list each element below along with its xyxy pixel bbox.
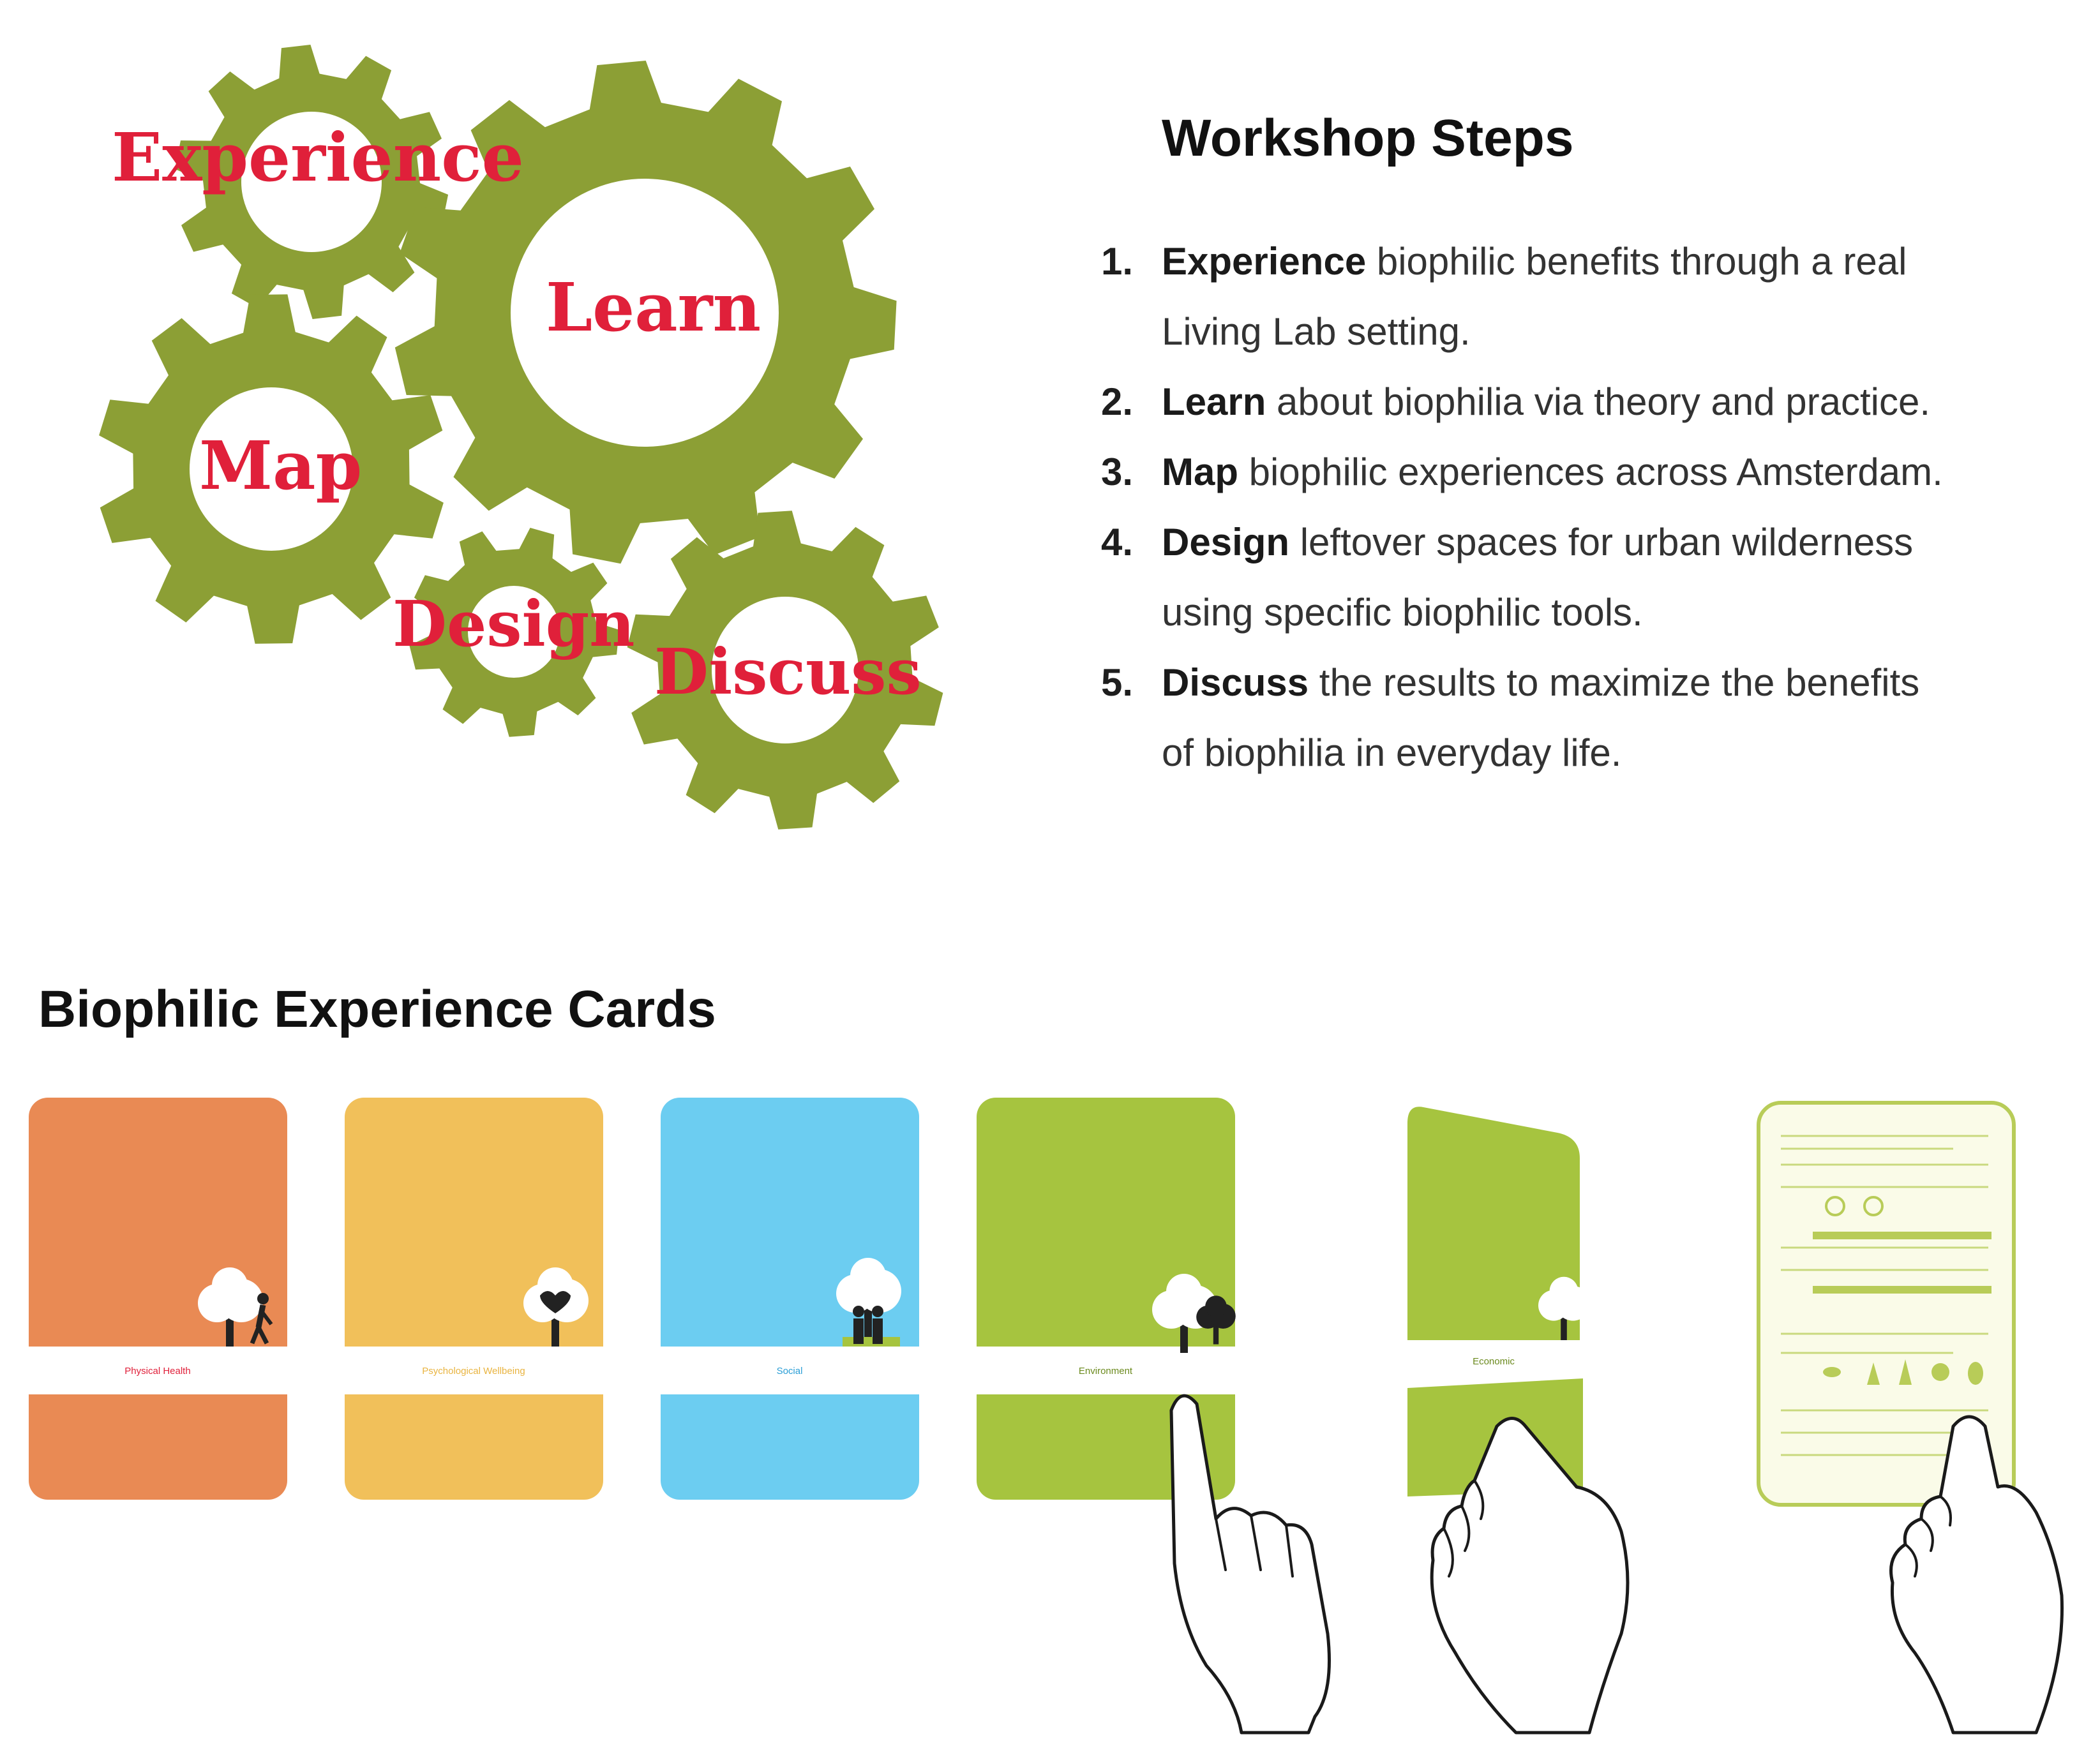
gear-discuss	[627, 511, 943, 830]
step-number-1: 1.	[1101, 240, 1134, 283]
tree-icons-row	[1823, 1359, 1983, 1385]
card-label-social: Social	[777, 1366, 803, 1377]
gear-map	[99, 294, 444, 644]
finger-lines	[1443, 1479, 1485, 1578]
dark-tree-icon	[1196, 1295, 1236, 1345]
card-label-environment: Environment	[1079, 1366, 1133, 1377]
step-5: Discuss the results to maximize the bene…	[1162, 648, 2055, 788]
step-5-line1: the results to maximize the benefits	[1309, 661, 1920, 704]
cards-row: Physical Health Psychological Wellbeing …	[26, 1098, 2064, 1735]
gear-design	[409, 528, 619, 737]
step-number-2: 2.	[1101, 380, 1134, 423]
finger-lines	[1904, 1495, 1952, 1578]
step-1-keyword: Experience	[1162, 240, 1367, 283]
people-icon	[853, 1306, 883, 1344]
heart-icon	[540, 1291, 571, 1313]
experience-card-social: Social	[657, 1098, 922, 1500]
step-number-4: 4.	[1101, 521, 1134, 563]
gear-learn	[394, 61, 897, 564]
sun-icon	[1825, 1196, 1845, 1216]
gear-label-experience: Experience	[112, 118, 524, 197]
holding-hand-icon	[1889, 1415, 2064, 1735]
step-1: Experience biophilic benefits through a …	[1162, 227, 2055, 367]
step-4-line1: leftover spaces for urban wilderness	[1289, 521, 1914, 563]
experience-card-environment: Environment	[973, 1098, 1238, 1500]
step-1-line2: Living Lab setting.	[1162, 310, 1471, 353]
step-1-line1: biophilic benefits through a real	[1366, 240, 1907, 283]
gear-label-design: Design	[393, 588, 635, 661]
cards-section-title: Biophilic Experience Cards	[38, 980, 716, 1038]
gear-label-map: Map	[199, 426, 363, 505]
rating-bar	[1813, 1286, 1991, 1294]
card-label-physical: Physical Health	[124, 1366, 190, 1377]
grass-icon	[843, 1337, 900, 1347]
step-2-line1: about biophilia via theory and practice.	[1266, 380, 1931, 423]
step-3: Map biophilic experiences across Amsterd…	[1162, 437, 2055, 507]
experience-card-back	[1757, 1101, 2016, 1507]
step-4: Design leftover spaces for urban wildern…	[1162, 507, 2055, 648]
step-4-keyword: Design	[1162, 521, 1290, 563]
finger-lines	[1215, 1514, 1294, 1578]
step-5-keyword: Discuss	[1162, 661, 1309, 704]
card-label-psychological: Psychological Wellbeing	[422, 1366, 525, 1377]
step-2: Learn about biophilia via theory and pra…	[1162, 367, 2055, 437]
step-2-keyword: Learn	[1162, 380, 1266, 423]
gear-label-learn: Learn	[546, 268, 761, 347]
step-number-5: 5.	[1101, 661, 1134, 704]
experience-card-physical: Physical Health	[26, 1098, 290, 1500]
gears-diagram	[99, 45, 943, 830]
leaf-icon	[1863, 1196, 1884, 1216]
step-4-line2: using specific biophilic tools.	[1162, 591, 1643, 634]
gear-label-discuss: Discuss	[654, 636, 922, 709]
step-number-3: 3.	[1101, 451, 1134, 493]
workshop-steps-title: Workshop Steps	[1162, 109, 1574, 167]
pointing-hand-icon	[1169, 1394, 1331, 1735]
experience-card-psychological: Psychological Wellbeing	[341, 1098, 606, 1500]
walking-person-icon	[250, 1293, 273, 1345]
step-3-keyword: Map	[1162, 451, 1238, 493]
step-5-line2: of biophilia in everyday life.	[1162, 731, 1622, 774]
gear-experience	[174, 45, 449, 319]
rating-bar	[1813, 1232, 1991, 1239]
step-3-line1: biophilic experiences across Amsterdam.	[1238, 451, 1943, 493]
card-label-economic: Economic	[1473, 1356, 1515, 1367]
